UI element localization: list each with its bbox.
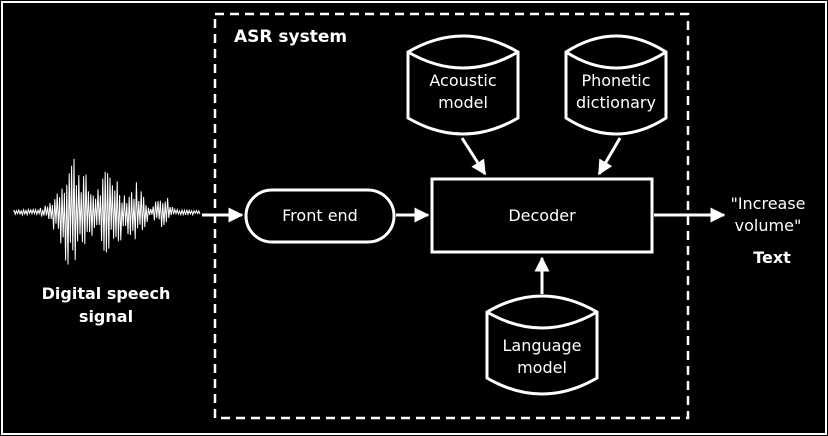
waveform-trace xyxy=(13,158,201,265)
decoder-node: Decoder xyxy=(430,177,654,254)
output-line1: "Increase xyxy=(730,194,805,213)
language-model-node: Language model xyxy=(485,294,599,396)
language-model-label-line2: model xyxy=(517,358,567,377)
decoder-label: Decoder xyxy=(508,206,576,225)
phonetic-dictionary-label-line2: dictionary xyxy=(576,93,656,112)
output-caption: Text xyxy=(753,248,791,267)
input-label-line2: signal xyxy=(79,307,133,326)
decoder-box xyxy=(430,177,654,254)
speech-waveform xyxy=(13,158,201,265)
front-end-label: Front end xyxy=(282,206,358,225)
language-model-cylinder xyxy=(485,294,599,396)
front-end-node: Front end xyxy=(244,188,396,244)
output-line2: volume" xyxy=(735,216,802,235)
arrow-dictionary-to-decoder xyxy=(597,137,622,176)
acoustic-model-node: Acoustic model xyxy=(406,34,520,136)
asr-system-label: ASR system xyxy=(234,27,347,47)
phonetic-dictionary-label-line1: Phonetic xyxy=(581,71,650,90)
acoustic-model-label-line1: Acoustic xyxy=(429,71,496,90)
front-end-box xyxy=(244,188,396,244)
phonetic-dictionary-node: Phonetic dictionary xyxy=(564,34,668,136)
language-model-label-line1: Language xyxy=(503,336,582,355)
input-label-line1: Digital speech xyxy=(42,284,171,303)
phonetic-dictionary-cylinder xyxy=(564,34,668,136)
acoustic-model-cylinder xyxy=(406,34,520,136)
arrow-acoustic-to-decoder xyxy=(460,137,487,176)
acoustic-model-label-line2: model xyxy=(438,93,488,112)
